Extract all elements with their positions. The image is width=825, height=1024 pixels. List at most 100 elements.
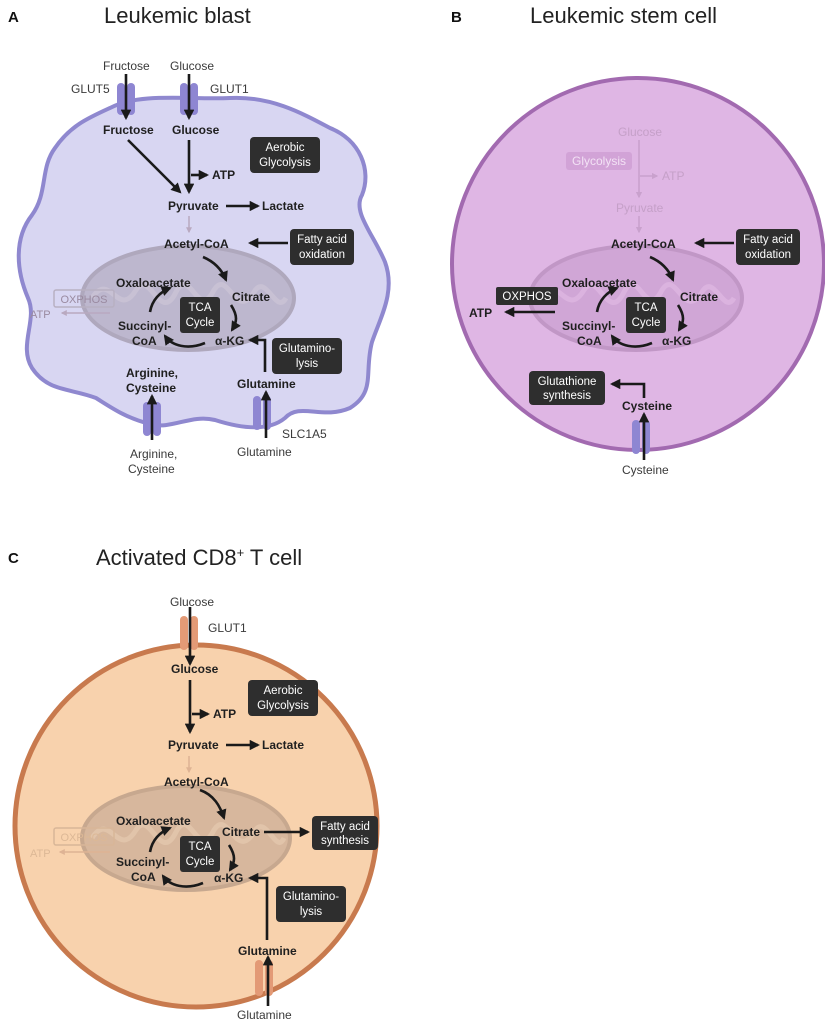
svg-text:Glycolysis: Glycolysis xyxy=(257,700,309,712)
pathway-arrows-b xyxy=(503,237,734,460)
svg-text:synthesis: synthesis xyxy=(321,835,369,847)
citrate-c: Citrate xyxy=(222,825,260,839)
atp-out-b: ATP xyxy=(469,306,492,320)
glut5-label: GLUT5 xyxy=(71,82,110,96)
arginine-transporter xyxy=(143,402,161,436)
lactate-a: Lactate xyxy=(262,199,304,213)
panel-a-label: A xyxy=(8,9,19,26)
citrate-a: Citrate xyxy=(232,290,270,304)
svg-text:Cycle: Cycle xyxy=(632,317,661,329)
panel-b-label: B xyxy=(451,9,462,26)
oxphos-box-c: OXPHOS xyxy=(53,827,115,846)
panel-c-label: C xyxy=(8,550,19,567)
svg-text:Glutathione: Glutathione xyxy=(538,376,597,388)
tca-cycle-box-a: TCA Cycle xyxy=(180,297,220,333)
svg-text:Aerobic: Aerobic xyxy=(266,142,305,154)
glutamine-inside-a: Glutamine xyxy=(237,377,296,391)
acetyl-coa-b: Acetyl-CoA xyxy=(611,237,676,251)
oxphos-box-b: OXPHOS xyxy=(496,287,558,305)
cysteine-outside: Cysteine xyxy=(622,463,669,477)
glucose-inside-a: Glucose xyxy=(172,123,220,137)
svg-text:Glutamino-: Glutamino- xyxy=(283,891,339,903)
glutamine-outside-a: Glutamine xyxy=(237,445,292,459)
oxaloacetate-b: Oxaloacetate xyxy=(562,276,637,290)
panel-c: C Activated CD8+ T cell xyxy=(8,545,380,1022)
succinyl-a-1: Succinyl- xyxy=(118,319,171,333)
citrate-b: Citrate xyxy=(680,290,718,304)
fatty-acid-oxidation-box-b: Fatty acid oxidation xyxy=(736,229,800,265)
atp-c: ATP xyxy=(213,707,236,721)
svg-text:oxidation: oxidation xyxy=(299,249,345,261)
akg-c: α-KG xyxy=(214,871,243,885)
fructose-inside: Fructose xyxy=(103,123,154,137)
svg-text:Fatty acid: Fatty acid xyxy=(297,234,347,246)
panel-a-title: Leukemic blast xyxy=(104,3,251,28)
glut1-label-c: GLUT1 xyxy=(208,621,247,635)
pathway-arrows-a xyxy=(120,74,288,440)
arginine-outside-2: Cysteine xyxy=(128,462,175,476)
tca-cycle-box-c: TCA Cycle xyxy=(180,836,220,872)
succinyl-c-1: Succinyl- xyxy=(116,855,169,869)
aerobic-glycolysis-box-c: Aerobic Glycolysis xyxy=(248,680,318,716)
succinyl-b-2: CoA xyxy=(577,334,602,348)
atp-out-c: ATP xyxy=(30,848,51,860)
glutathione-synthesis-box: Glutathione synthesis xyxy=(529,371,605,405)
glut5-transporter xyxy=(117,83,135,115)
fructose-outside: Fructose xyxy=(103,59,150,73)
svg-text:TCA: TCA xyxy=(635,302,658,314)
glucose-inside-c: Glucose xyxy=(171,662,219,676)
svg-text:Glycolysis: Glycolysis xyxy=(259,157,311,169)
glutamine-inside-c: Glutamine xyxy=(238,944,297,958)
oxphos-box-a: OXPHOS xyxy=(53,289,115,308)
svg-text:Cycle: Cycle xyxy=(186,317,215,329)
atp-out-a: ATP xyxy=(30,309,51,321)
akg-a: α-KG xyxy=(215,334,244,348)
glycolysis-box-b: Glycolysis xyxy=(566,152,632,170)
akg-b: α-KG xyxy=(662,334,691,348)
svg-text:OXPHOS: OXPHOS xyxy=(60,294,107,306)
glucose-outside-c: Glucose xyxy=(170,595,214,609)
svg-text:OXPHOS: OXPHOS xyxy=(60,832,107,844)
acetyl-coa-a: Acetyl-CoA xyxy=(164,237,229,251)
svg-text:Cycle: Cycle xyxy=(186,856,215,868)
svg-text:Fatty acid: Fatty acid xyxy=(743,234,793,246)
glut1-transporter-a xyxy=(180,83,198,115)
oxaloacetate-c: Oxaloacetate xyxy=(116,814,191,828)
glucose-b: Glucose xyxy=(618,125,662,139)
pyruvate-c: Pyruvate xyxy=(168,738,219,752)
lactate-c: Lactate xyxy=(262,738,304,752)
panel-c-title: Activated CD8+ T cell xyxy=(96,545,302,570)
succinyl-b-1: Succinyl- xyxy=(562,319,615,333)
cysteine-inside: Cysteine xyxy=(622,399,672,413)
arginine-outside-1: Arginine, xyxy=(130,447,177,461)
atp-a: ATP xyxy=(212,168,235,182)
glucose-outside-a: Glucose xyxy=(170,59,214,73)
tca-cycle-box-b: TCA Cycle xyxy=(626,297,666,333)
fatty-acid-oxidation-box-a: Fatty acid oxidation xyxy=(290,229,354,265)
svg-text:TCA: TCA xyxy=(189,841,212,853)
pyruvate-b: Pyruvate xyxy=(616,201,664,215)
svg-text:TCA: TCA xyxy=(189,302,212,314)
acetyl-coa-c: Acetyl-CoA xyxy=(164,775,229,789)
glutamine-outside-c: Glutamine xyxy=(237,1008,292,1022)
svg-text:OXPHOS: OXPHOS xyxy=(502,291,552,303)
glutaminolysis-box-c: Glutamino- lysis xyxy=(276,886,346,922)
slc1a5-label: SLC1A5 xyxy=(282,427,327,441)
arginine-inside-2: Cysteine xyxy=(126,381,176,395)
svg-text:oxidation: oxidation xyxy=(745,249,791,261)
svg-text:Fatty acid: Fatty acid xyxy=(320,821,370,833)
succinyl-c-2: CoA xyxy=(131,870,156,884)
oxaloacetate-a: Oxaloacetate xyxy=(116,276,191,290)
glut1-label-a: GLUT1 xyxy=(210,82,249,96)
pathway-arrows-c xyxy=(148,607,311,1006)
svg-text:Glycolysis: Glycolysis xyxy=(572,154,626,168)
panel-a: A Leukemic blast xyxy=(8,3,391,476)
atp-b: ATP xyxy=(662,169,684,183)
svg-text:synthesis: synthesis xyxy=(543,390,591,402)
glutaminolysis-box-a: Glutamino- lysis xyxy=(272,338,342,374)
svg-text:Aerobic: Aerobic xyxy=(264,685,303,697)
arginine-inside-1: Arginine, xyxy=(126,366,178,380)
glut1-transporter-c xyxy=(180,616,198,650)
